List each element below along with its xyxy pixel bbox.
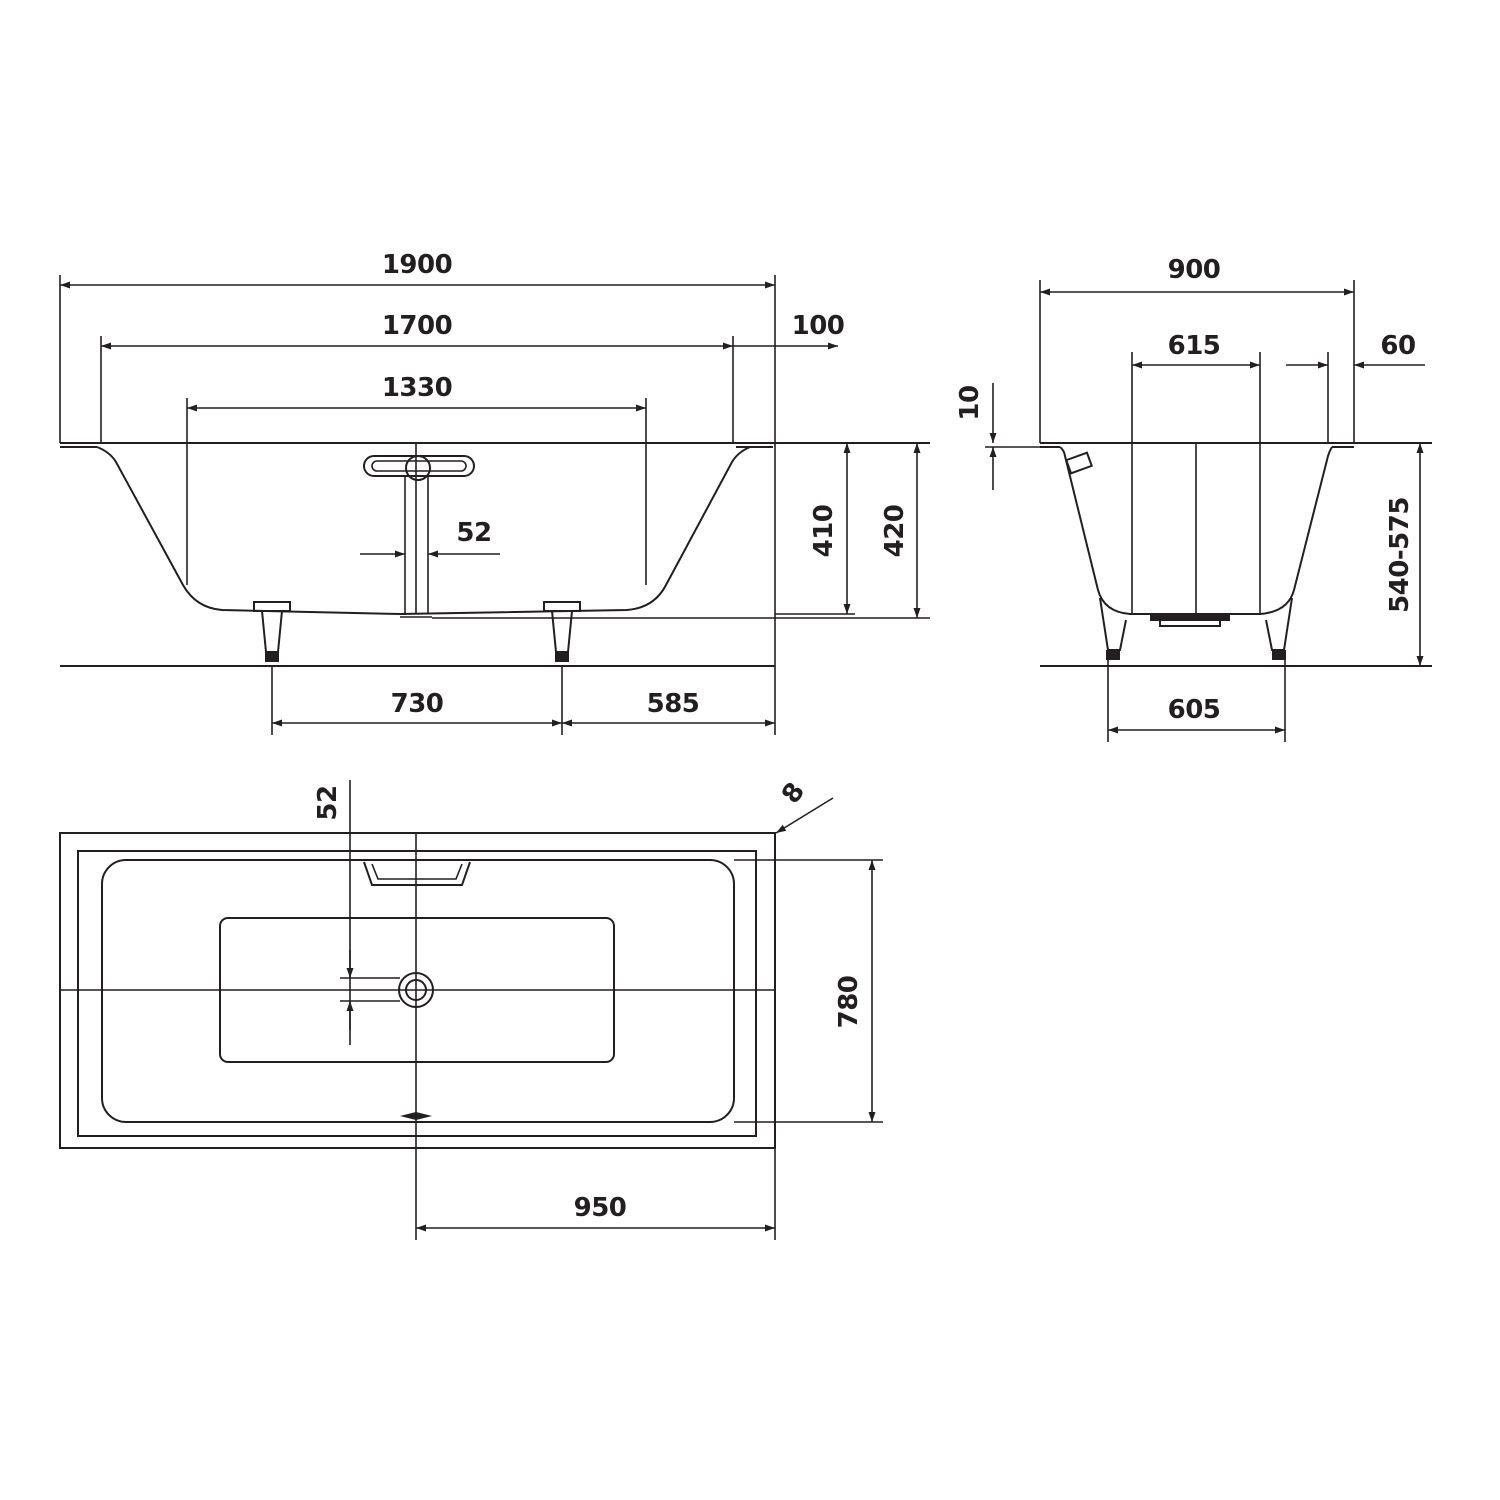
dim-615-label: 615 (1168, 331, 1221, 361)
end-foot-right-pad (1272, 650, 1286, 660)
dim-1900-label: 1900 (382, 250, 452, 280)
end-foot-right (1265, 597, 1293, 651)
foot-bracket (543, 601, 581, 612)
side-overflow-handle-inner (371, 460, 467, 472)
top-overflow-handle (363, 861, 471, 886)
end-overflow-fitting (1064, 451, 1094, 475)
side-foot-left (253, 601, 291, 662)
side-view: 1900 1700 100 1330 52 410 420 730 585 (59, 250, 930, 735)
dim-10-label: 10 (955, 385, 985, 420)
dim-52-label: 52 (456, 518, 491, 548)
dim-8-leader (775, 797, 834, 834)
side-overflow-handle (363, 455, 475, 477)
dim-60-label: 60 (1380, 331, 1415, 361)
dim-900-label: 900 (1168, 255, 1221, 285)
dim-730-label: 730 (391, 689, 444, 719)
dim-780-label: 780 (834, 976, 864, 1029)
top-center-marker (400, 1112, 432, 1120)
dim-585-label: 585 (647, 689, 700, 719)
dim-1700-label: 1700 (382, 311, 452, 341)
dim-605-label: 605 (1168, 695, 1221, 725)
foot-pad (265, 652, 279, 662)
dim-540-575-label: 540-575 (1385, 497, 1415, 613)
dim-420-label: 420 (880, 505, 910, 558)
dim-1330-label: 1330 (382, 373, 452, 403)
end-view: 900 615 60 10 540-575 605 (955, 255, 1432, 742)
dim-410-label: 410 (809, 505, 839, 558)
dim-100-label: 100 (792, 311, 845, 341)
end-foot-left (1099, 597, 1127, 651)
foot-pad (555, 652, 569, 662)
end-tub-profile (1059, 446, 1333, 615)
end-drain-assembly (1150, 615, 1230, 621)
top-view: 52 8 780 950 (59, 778, 883, 1240)
dim-52-top-label: 52 (313, 785, 343, 820)
side-foot-right (543, 601, 581, 662)
end-foot-left-pad (1106, 650, 1120, 660)
foot-bracket (253, 601, 291, 612)
dim-8-label: 8 (776, 778, 811, 810)
end-drain-body (1159, 619, 1221, 627)
foot-leg (261, 610, 283, 653)
side-overflow-knob (405, 455, 431, 481)
side-tub-profile (96, 446, 751, 616)
top-overflow-handle-inner (371, 863, 463, 880)
top-inner-rim (77, 850, 757, 1137)
foot-leg (551, 610, 573, 653)
dim-950-label: 950 (574, 1193, 627, 1223)
top-basin-edge (101, 859, 735, 1123)
